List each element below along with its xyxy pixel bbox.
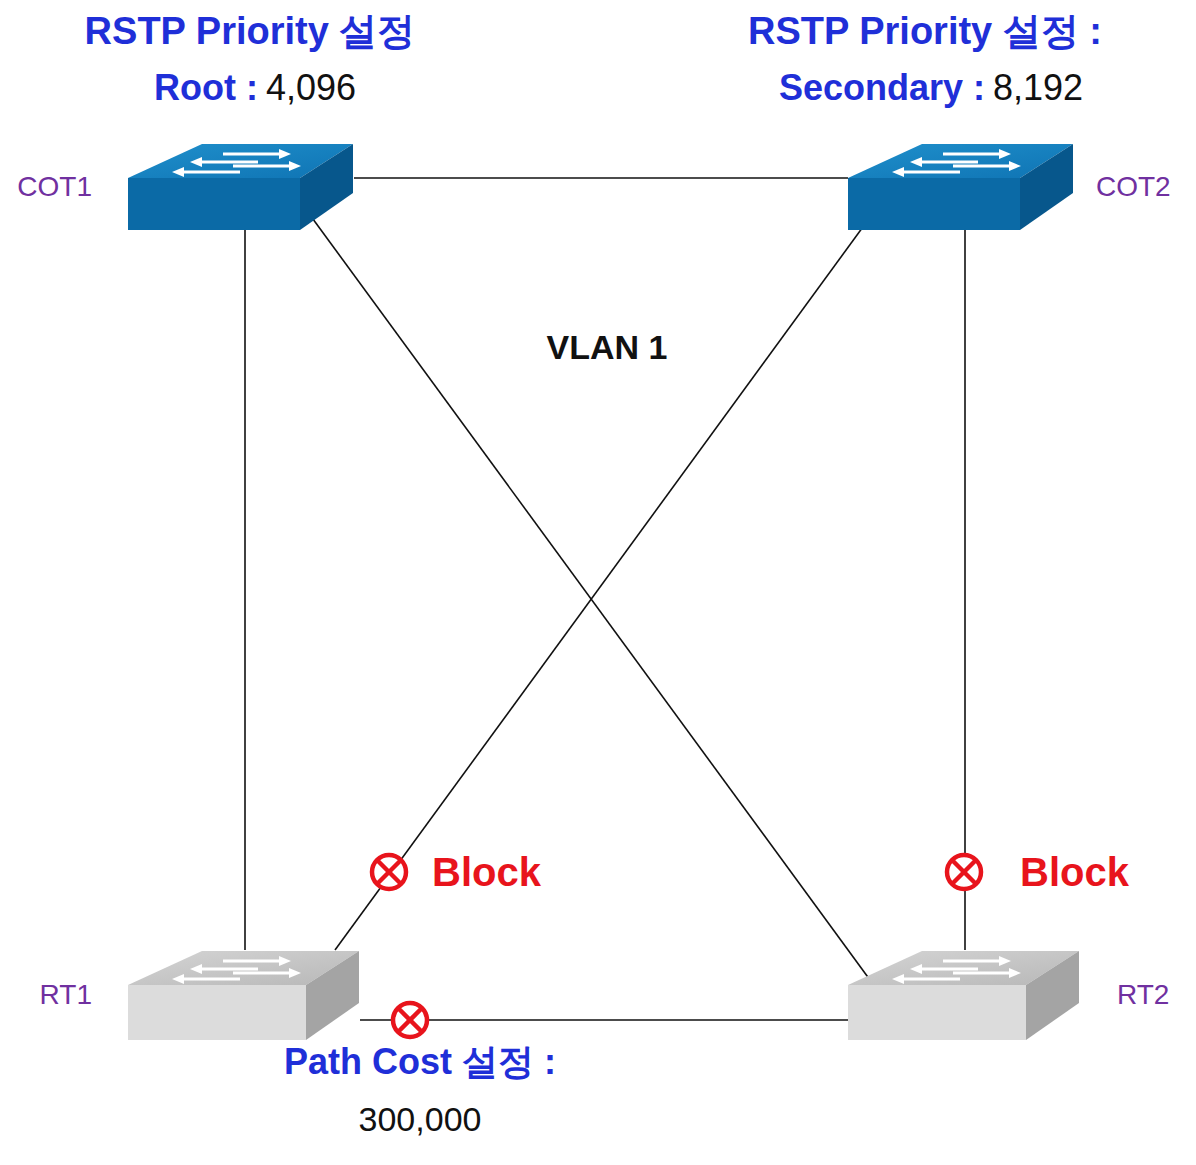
link-line [244, 230, 246, 950]
link-line [360, 1019, 848, 1021]
block-marker [947, 855, 981, 889]
block-marker [393, 1003, 427, 1037]
path-cost-value: 300,000 [359, 1100, 482, 1139]
role-label: Root : [154, 67, 258, 108]
block-label: Block [432, 849, 541, 895]
link-line [964, 230, 966, 950]
path-cost-label: Path Cost 설정 : [284, 1041, 556, 1082]
switch-icon: RT2 [848, 950, 1080, 1040]
switch-icon: COT2 [848, 143, 1074, 230]
priority-value: 8,192 [993, 67, 1083, 108]
block-label: Block [1020, 849, 1129, 895]
link-line [310, 215, 870, 980]
switch-name: COT2 [1096, 171, 1171, 203]
link-line [354, 177, 848, 179]
priority-value: 4,096 [266, 67, 356, 108]
switch-name: RT2 [1117, 979, 1169, 1011]
switch-name: COT1 [17, 171, 92, 203]
switch-shape [128, 143, 354, 230]
switch-icon: RT1 [128, 950, 360, 1040]
switch-icon: COT1 [128, 143, 354, 230]
link-line [335, 220, 868, 950]
block-marker [372, 855, 406, 889]
switch-shape [848, 950, 1080, 1040]
switch-shape [848, 143, 1074, 230]
switch-shape [128, 950, 360, 1040]
setting-title: RSTP Priority 설정 : [748, 10, 1102, 54]
vlan-label: VLAN 1 [547, 328, 668, 367]
setting-title: RSTP Priority 설정 [85, 10, 416, 54]
switch-name: RT1 [40, 979, 92, 1011]
role-label: Secondary : [779, 67, 985, 108]
